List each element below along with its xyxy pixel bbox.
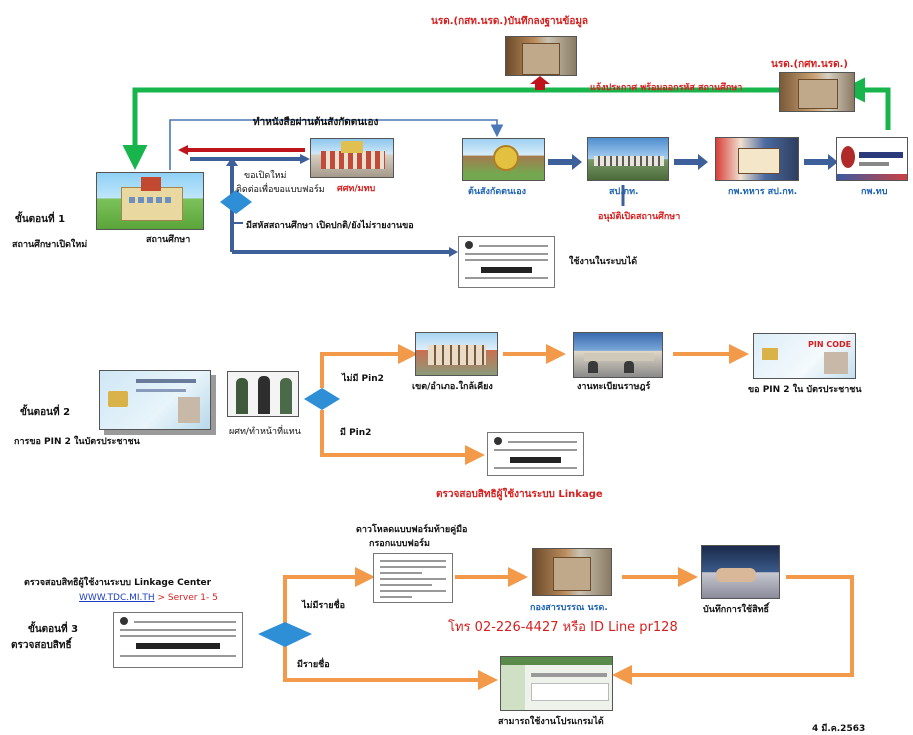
step3-subheading: ตรวจสอบสิทธิ์ xyxy=(11,640,72,651)
kstm-label: ศศท/มทบ xyxy=(337,184,376,194)
record-image xyxy=(701,545,780,599)
check-center-label: ตรวจสอบสิทธิผู้ใช้งานระบบ Linkage Center xyxy=(24,578,212,588)
no-name-arrow xyxy=(283,567,375,625)
school-image xyxy=(96,172,204,230)
linkage-check-label: ตรวจสอบสิทธิผู้ใช้งานระบบ Linkage xyxy=(436,489,603,500)
red-up-arrow xyxy=(530,76,550,90)
step2-decision-diamond xyxy=(304,388,340,410)
district-office-image xyxy=(415,332,498,376)
linkage-document xyxy=(487,432,584,476)
usable-label: ใช้งานในระบบได้ xyxy=(569,257,638,267)
letter-route-arrow xyxy=(169,119,504,170)
program-label: สามารถใช้งานโปรแกรมได้ xyxy=(498,717,604,727)
no-pin-arrow xyxy=(320,344,418,388)
kstm-building-image xyxy=(310,138,394,178)
has-pin-arrow xyxy=(320,410,485,465)
affiliate-label: ต้นสังกัดตนเอง xyxy=(468,187,527,197)
archive-label: กองสารบรรณ นรด. xyxy=(530,603,608,613)
usable-arrow-head xyxy=(449,247,458,257)
archive-image xyxy=(532,548,612,596)
step1-decision-diamond xyxy=(220,190,252,214)
record-to-program-arrow xyxy=(612,575,854,685)
step1-chain-arrows xyxy=(548,154,838,170)
new-open-label: ขอเปิดใหม่ xyxy=(244,171,287,181)
registry-label: งานทะเบียนราษฎร์ xyxy=(577,382,651,392)
army-image xyxy=(715,137,799,181)
program-screenshot xyxy=(500,656,613,711)
district-label: เขต/อำเภอ.ใกล้เคียง xyxy=(412,382,493,392)
usable-document xyxy=(458,236,555,288)
download-label-2: กรอกแบบฟอร์ม xyxy=(369,539,430,549)
army-label: กพ.ทหาร สป.กท. xyxy=(728,187,798,197)
school-label: สถานศึกษา xyxy=(146,235,191,245)
download-label-1: ดาวโหลดแบบฟอร์มท้ายคู่มือ xyxy=(356,525,468,535)
step3-decision-diamond xyxy=(258,622,312,647)
top-title: นรด.(กสท.นรด.)บันทึกลงฐานข้อมูล xyxy=(431,16,589,27)
person-label: ผศท/ทำหน้าที่แทน xyxy=(229,427,301,437)
record-label: บันทึกการใช้สิทธิ์ xyxy=(703,605,770,615)
red-back-arrow-head xyxy=(178,145,188,155)
upward-triangle xyxy=(226,157,238,166)
step1-heading: ขั้นตอนที่ 1 xyxy=(15,214,66,225)
nrd-label: นรด.(กศท.นรด.) xyxy=(771,59,848,70)
spt-image xyxy=(587,137,669,181)
kpt-label: กพ.ทบ xyxy=(861,187,888,197)
announce-label: แจ้งประกาศ พร้อมออกรหัส สถานศึกษา xyxy=(590,83,743,93)
letter-label: ทำหนังสือผ่านต้นสังกัดตนเอง xyxy=(253,117,379,128)
url-row: WWW.TDC.MI.TH > Server 1- 5 xyxy=(79,593,218,603)
affiliate-image xyxy=(462,138,545,181)
contact-label: ติดต่อเพื่อขอแบบฟอร์ม xyxy=(236,185,325,195)
has-name-arrow xyxy=(283,645,498,690)
green-loop-arrow xyxy=(122,87,780,170)
has-pin-label: มี Pin2 xyxy=(340,428,372,438)
server-label: > Server 1- 5 xyxy=(154,593,218,603)
nrd-database-image xyxy=(505,36,577,76)
form-document xyxy=(373,553,453,603)
no-pin-label: ไม่มี Pin2 xyxy=(342,374,384,384)
step3-heading: ขั้นตอนที่ 3 xyxy=(28,624,79,635)
step2-heading: ขั้นตอนที่ 2 xyxy=(20,407,71,418)
no-name-label: ไม่มีรายชื่อ xyxy=(302,601,346,611)
spt-label: สป.กท. xyxy=(609,187,639,197)
check-document xyxy=(113,612,243,668)
pin-card-image: PIN CODE xyxy=(753,333,856,379)
step1-subheading: สถานศึกษาเปิดใหม่ xyxy=(12,240,88,250)
step2-subheading: การขอ PIN 2 ในบัตรประชาชน xyxy=(14,437,140,447)
phone-label: โทร 02-226-4427 หรือ ID Line pr128 xyxy=(448,620,678,635)
id-card-image xyxy=(99,370,211,430)
blue-forward-arrow-head xyxy=(300,154,310,164)
officers-image xyxy=(227,371,299,417)
url-link[interactable]: WWW.TDC.MI.TH xyxy=(79,593,155,603)
pin-code-text: PIN CODE xyxy=(808,340,852,349)
registry-image xyxy=(573,332,663,378)
has-name-label: มีรายชื่อ xyxy=(297,660,330,670)
footer-date: 4 มี.ค.2563 xyxy=(812,724,866,734)
has-code-label: มีสหัสสถานศึกษา เปิดปกติ/ยังไม่รายงานขอ xyxy=(246,221,414,231)
green-return-arrow xyxy=(840,77,891,130)
request-pin-label: ขอ PIN 2 ใน บัตรประชาชน xyxy=(748,385,862,395)
kpt-image xyxy=(836,137,908,181)
nrd-office-image xyxy=(779,72,855,112)
approve-label: อนุมัติเปิดสถานศึกษา xyxy=(598,212,681,222)
